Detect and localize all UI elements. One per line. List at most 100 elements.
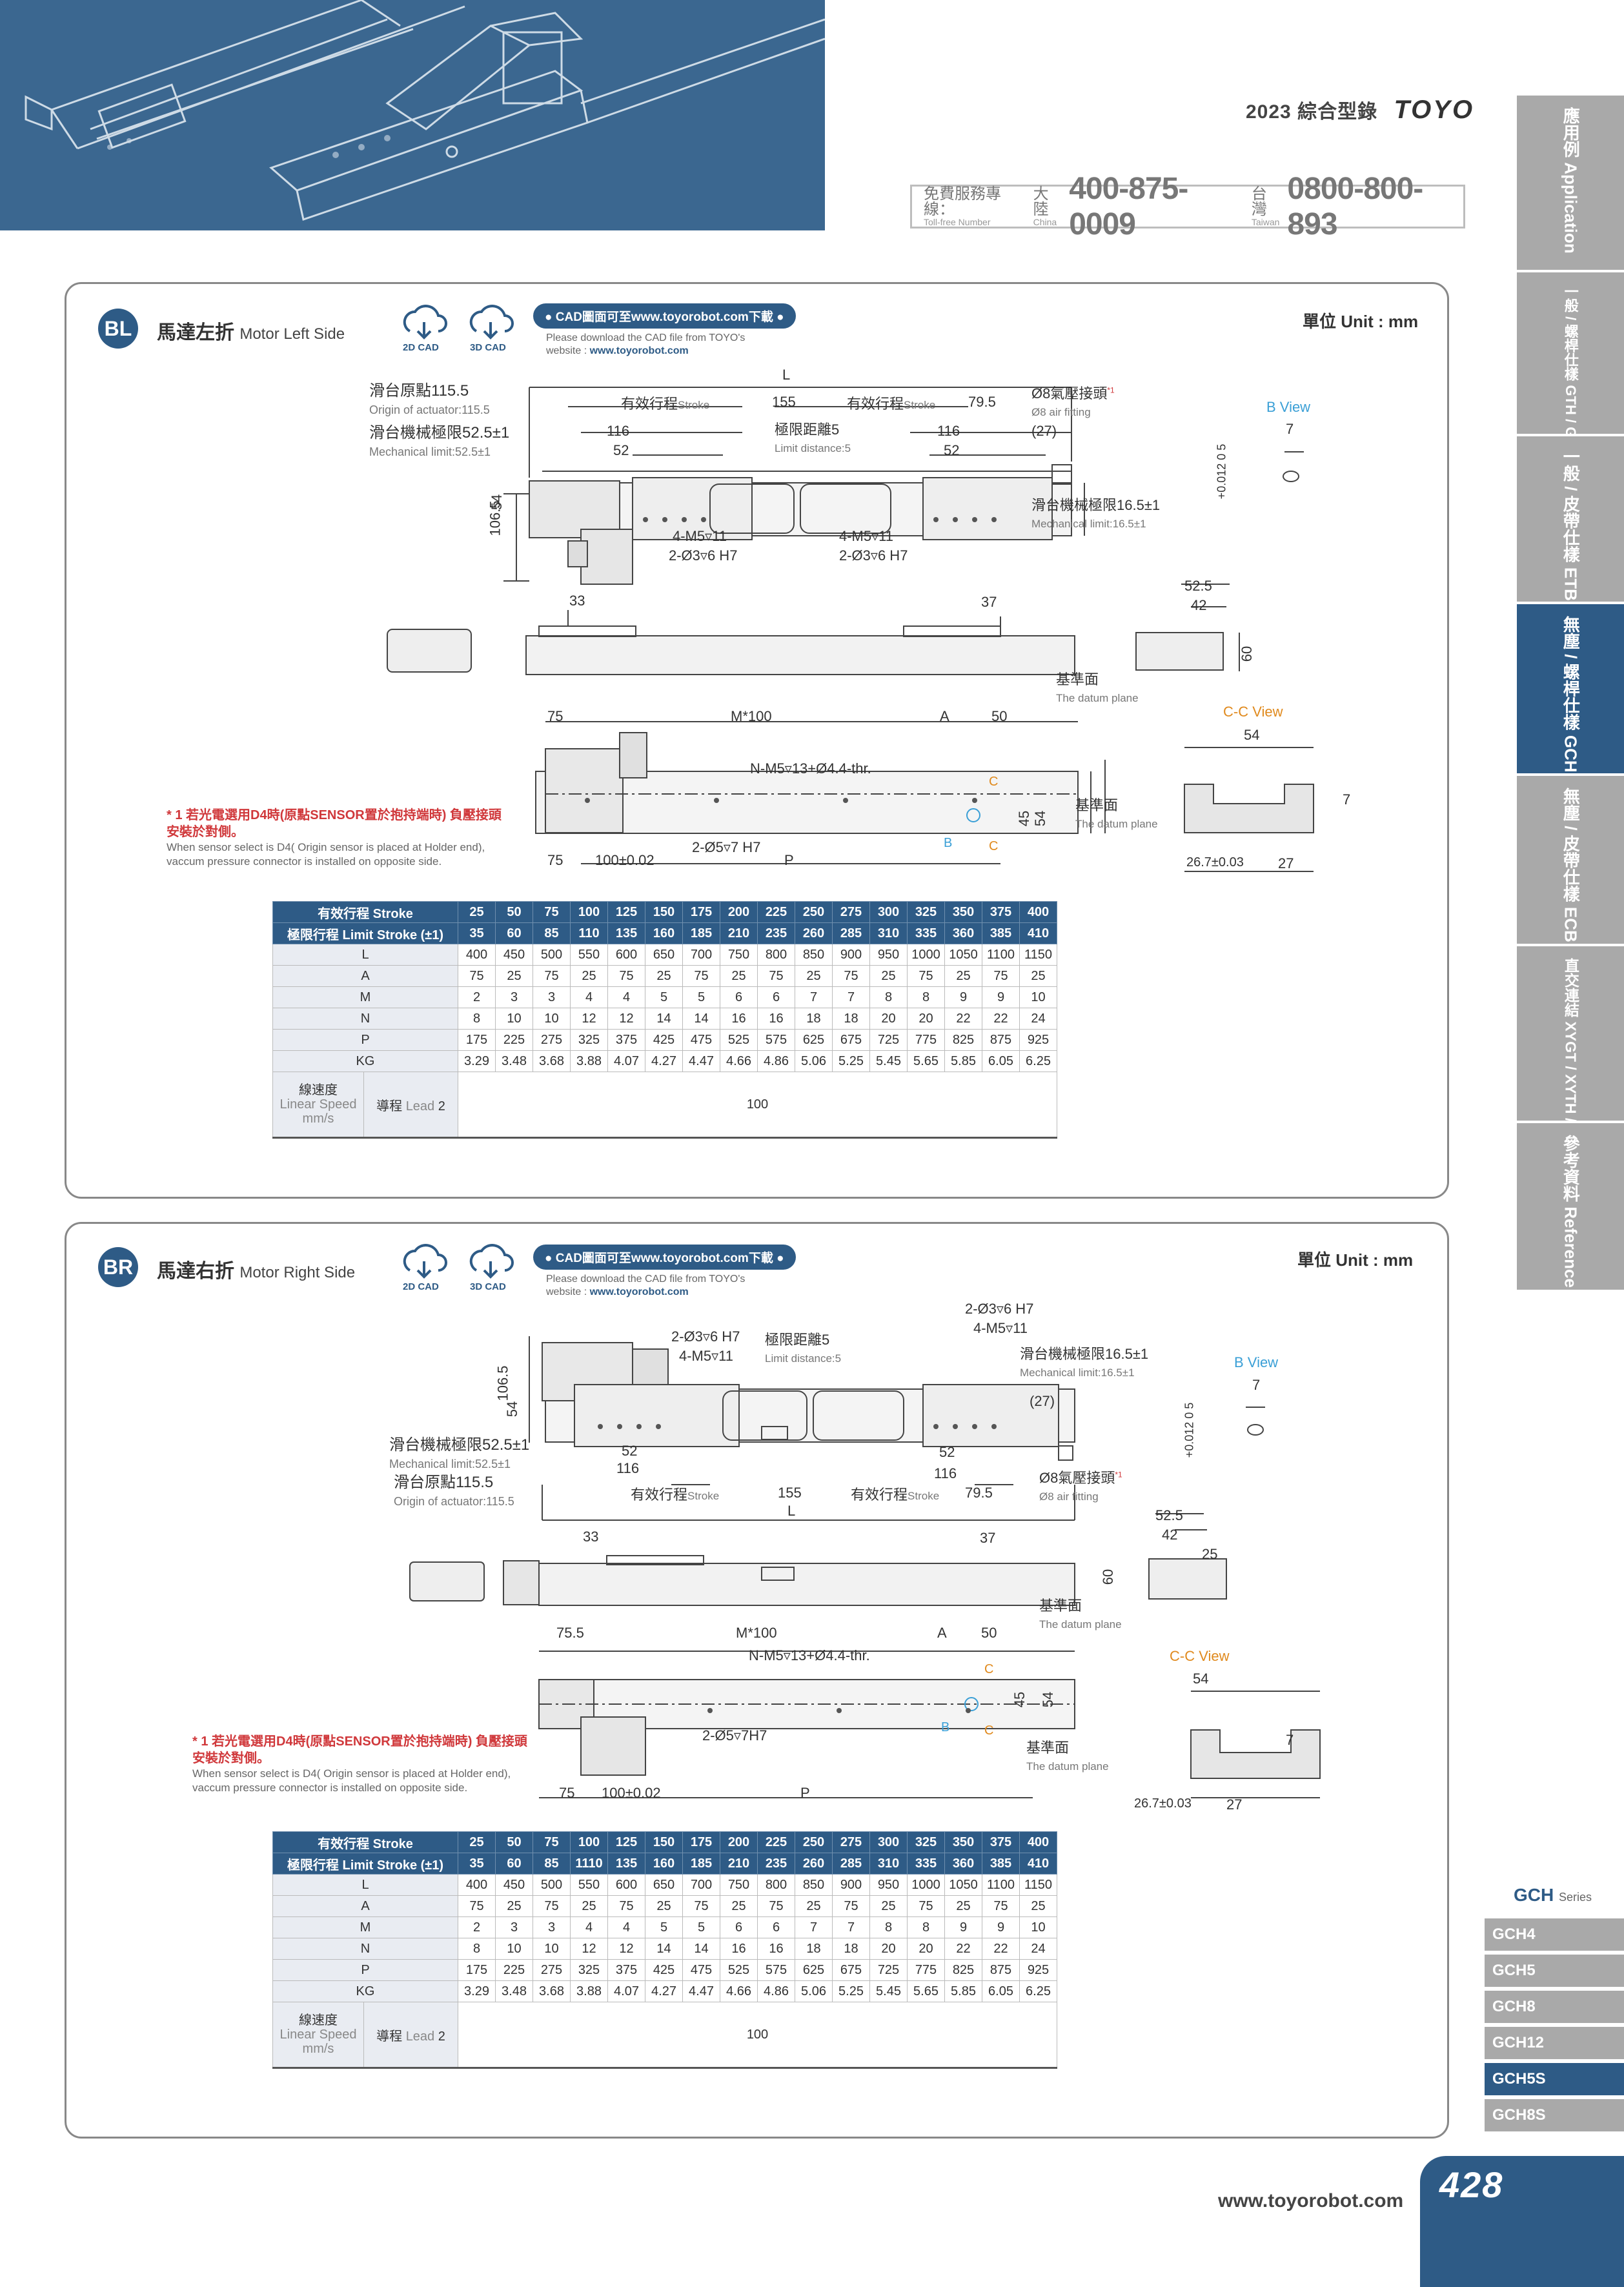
br-dim-116a: 116 (616, 1460, 640, 1476)
cad-3d-label: 3D CAD (470, 342, 506, 353)
br-cc-27: 27 (1226, 1796, 1243, 1813)
cad-note: Please download the CAD file from TOYO's… (546, 332, 746, 356)
br-pin5: 2-Ø5▿7H7 (702, 1727, 767, 1743)
br-dim-52a: 52 (622, 1443, 638, 1459)
actuator-illustration (25, 0, 825, 221)
br-dim-75: 75 (559, 1785, 575, 1801)
catalog-name: 綜合型錄 (1297, 101, 1378, 123)
page-tab (1420, 2156, 1624, 2287)
cad-3d-label: 3D CAD (470, 1281, 506, 1292)
br-dim-755: 75.5 (556, 1625, 584, 1641)
bl-nm5: N-M5▿13+Ø4.4-thr. (750, 760, 871, 777)
br-note: * 1 若光電選用D4時(原點SENSOR置於抱持端時) 負壓接頭安裝於對側。W… (192, 1734, 527, 1794)
br-c-bottom: C (984, 1723, 994, 1738)
series-tab-gch12[interactable]: GCH12 (1485, 2027, 1624, 2059)
bl-dim-52b: 52 (944, 442, 960, 458)
bl-pin-a: 2-Ø3▿6 H7 (669, 547, 738, 564)
bl-title: 馬達左折 Motor Left Side (157, 322, 345, 343)
cad-2d-icon[interactable] (397, 1239, 451, 1294)
br-nm5: N-M5▿13+Ø4.4-thr. (749, 1647, 870, 1663)
badge-bl: BL (98, 309, 138, 349)
br-title: 馬達右折 Motor Right Side (157, 1261, 356, 1282)
bl-bview-tol: +0.012 0 5 (1215, 443, 1228, 500)
catalog-year: 2023 (1246, 101, 1292, 123)
side-tab-xygt[interactable]: 直交連結 XYGT / XYTH / XYTB (1517, 946, 1624, 1166)
bl-cc-7: 7 (1343, 791, 1351, 808)
bl-ccview: C-C View (1223, 704, 1283, 720)
cad-2d-icon[interactable] (397, 300, 451, 354)
br-bview: B View (1234, 1354, 1279, 1370)
cad-download-pill[interactable]: ● CAD圖面可至www.toyorobot.com下載 ● (533, 1245, 796, 1270)
br-dim-33: 33 (583, 1529, 599, 1545)
panel-motor-left (65, 282, 1449, 1199)
side-tab-gch[interactable]: 無塵 / 螺桿仕樣 GCH (1517, 604, 1624, 773)
cad-3d-icon[interactable] (463, 1239, 518, 1294)
bl-dim-P: P (784, 852, 794, 868)
br-dim-P: P (800, 1785, 810, 1801)
br-dim-50: 50 (981, 1625, 997, 1641)
bl-dim-795: 79.5 (968, 394, 996, 410)
cad-2d-label: 2D CAD (403, 1281, 439, 1292)
bl-b-mark: B (944, 836, 953, 850)
catalog-title: 2023 綜合型錄 TOYO (1246, 96, 1474, 125)
br-bview-tol: +0.012 0 5 (1182, 1402, 1196, 1458)
br-pin-b: 2-Ø3▿6 H7 (965, 1301, 1034, 1317)
bl-cc-54: 54 (1244, 727, 1260, 743)
series-title: GCH Series (1514, 1885, 1592, 1905)
cad-download-pill[interactable]: ● CAD圖面可至www.toyorobot.com下載 ● (533, 303, 796, 329)
br-cc-7: 7 (1286, 1732, 1294, 1748)
bl-dim-A: A (940, 708, 949, 724)
footer-url[interactable]: www.toyorobot.com (1218, 2190, 1404, 2211)
side-tab-etb[interactable]: 一般 / 皮帶仕樣 ETB / M (1517, 436, 1624, 629)
bl-stroke-b: 有效行程Stroke (847, 396, 936, 412)
bl-dim-100: 100±0.02 (595, 852, 655, 868)
side-tab-application[interactable]: 應用例 Application (1517, 96, 1624, 270)
bl-stroke-a: 有效行程Stroke (621, 396, 710, 412)
side-tab-gth[interactable]: 一般 / 螺桿仕樣 GTH / GTY / ETH / Y (1517, 272, 1624, 517)
br-stroke-b: 有效行程Stroke (851, 1487, 940, 1503)
side-tab-reference[interactable]: 參考資料 Reference (1517, 1123, 1624, 1290)
series-tab-gch5s[interactable]: GCH5S (1485, 2063, 1624, 2095)
series-tab-gch8[interactable]: GCH8 (1485, 1991, 1624, 2023)
taiwan-number: 0800-800-893 (1287, 172, 1423, 241)
cad-3d-icon[interactable] (463, 300, 518, 354)
side-tab-ecb[interactable]: 無塵 / 皮帶仕樣 ECB (1517, 776, 1624, 944)
series-tab-gch5[interactable]: GCH5 (1485, 1955, 1624, 1987)
series-tab-gch8s[interactable]: GCH8S (1485, 2099, 1624, 2131)
series-tab-gch4[interactable]: GCH4 (1485, 1918, 1624, 1951)
bl-dim-L: L (782, 367, 791, 383)
br-pin-a: 2-Ø3▿6 H7 (671, 1328, 740, 1345)
br-dim-37: 37 (980, 1530, 996, 1546)
br-cc-267: 26.7±0.03 (1134, 1796, 1192, 1811)
bl-pin-b: 2-Ø3▿6 H7 (839, 547, 908, 564)
bl-c-top: C (989, 775, 999, 789)
br-dim-25: 25 (1202, 1546, 1218, 1562)
bl-dim-75a: 75 (547, 708, 563, 724)
br-dim-116b: 116 (934, 1465, 957, 1481)
bl-dim-54b: 54 (1032, 810, 1049, 827)
bl-cc-267: 26.7±0.03 (1186, 855, 1244, 869)
china-number: 400-875-0009 (1069, 172, 1188, 241)
br-m5-a: 4-M5▿11 (679, 1348, 734, 1364)
bl-bview-7: 7 (1286, 421, 1294, 437)
bl-drawing (387, 387, 1314, 872)
